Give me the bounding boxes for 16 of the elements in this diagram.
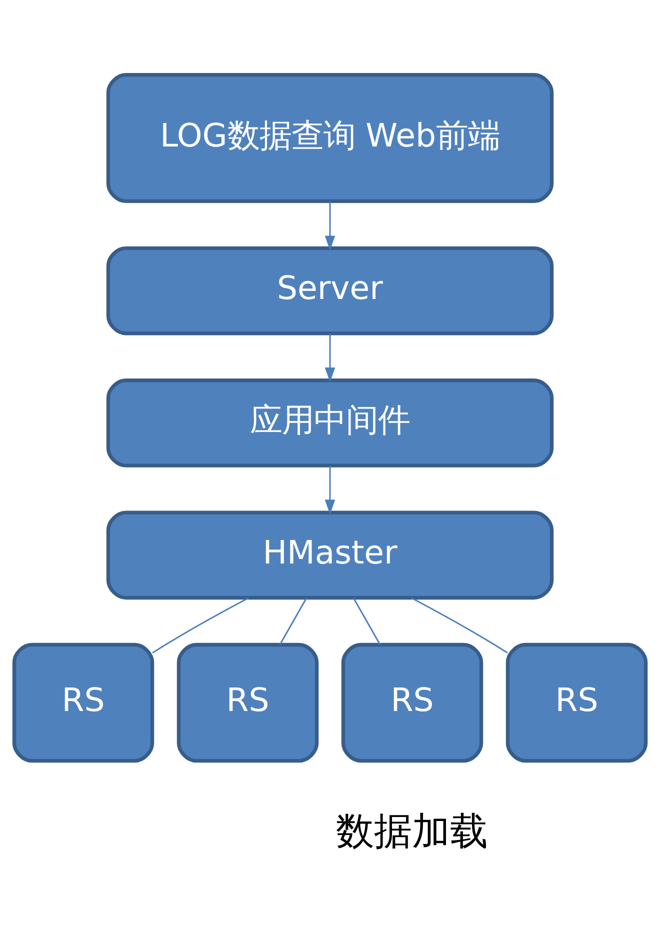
node-box: 应用中间件 — [106, 378, 554, 467]
node-box: RS — [176, 642, 319, 762]
arrow — [324, 333, 336, 382]
node-box: RS — [506, 642, 648, 762]
connector — [279, 597, 308, 645]
arrow — [324, 466, 336, 514]
node-box: LOG数据查询 Web前端 — [106, 72, 554, 203]
label: 数据加载 — [336, 810, 488, 854]
node-box: Server — [106, 246, 554, 335]
node-box: HMaster — [106, 510, 554, 600]
connector — [152, 596, 250, 654]
node-box: RS — [12, 642, 154, 762]
connector — [352, 597, 381, 645]
arrow — [324, 200, 336, 250]
connector — [410, 596, 508, 654]
node-box: RS — [341, 642, 484, 762]
